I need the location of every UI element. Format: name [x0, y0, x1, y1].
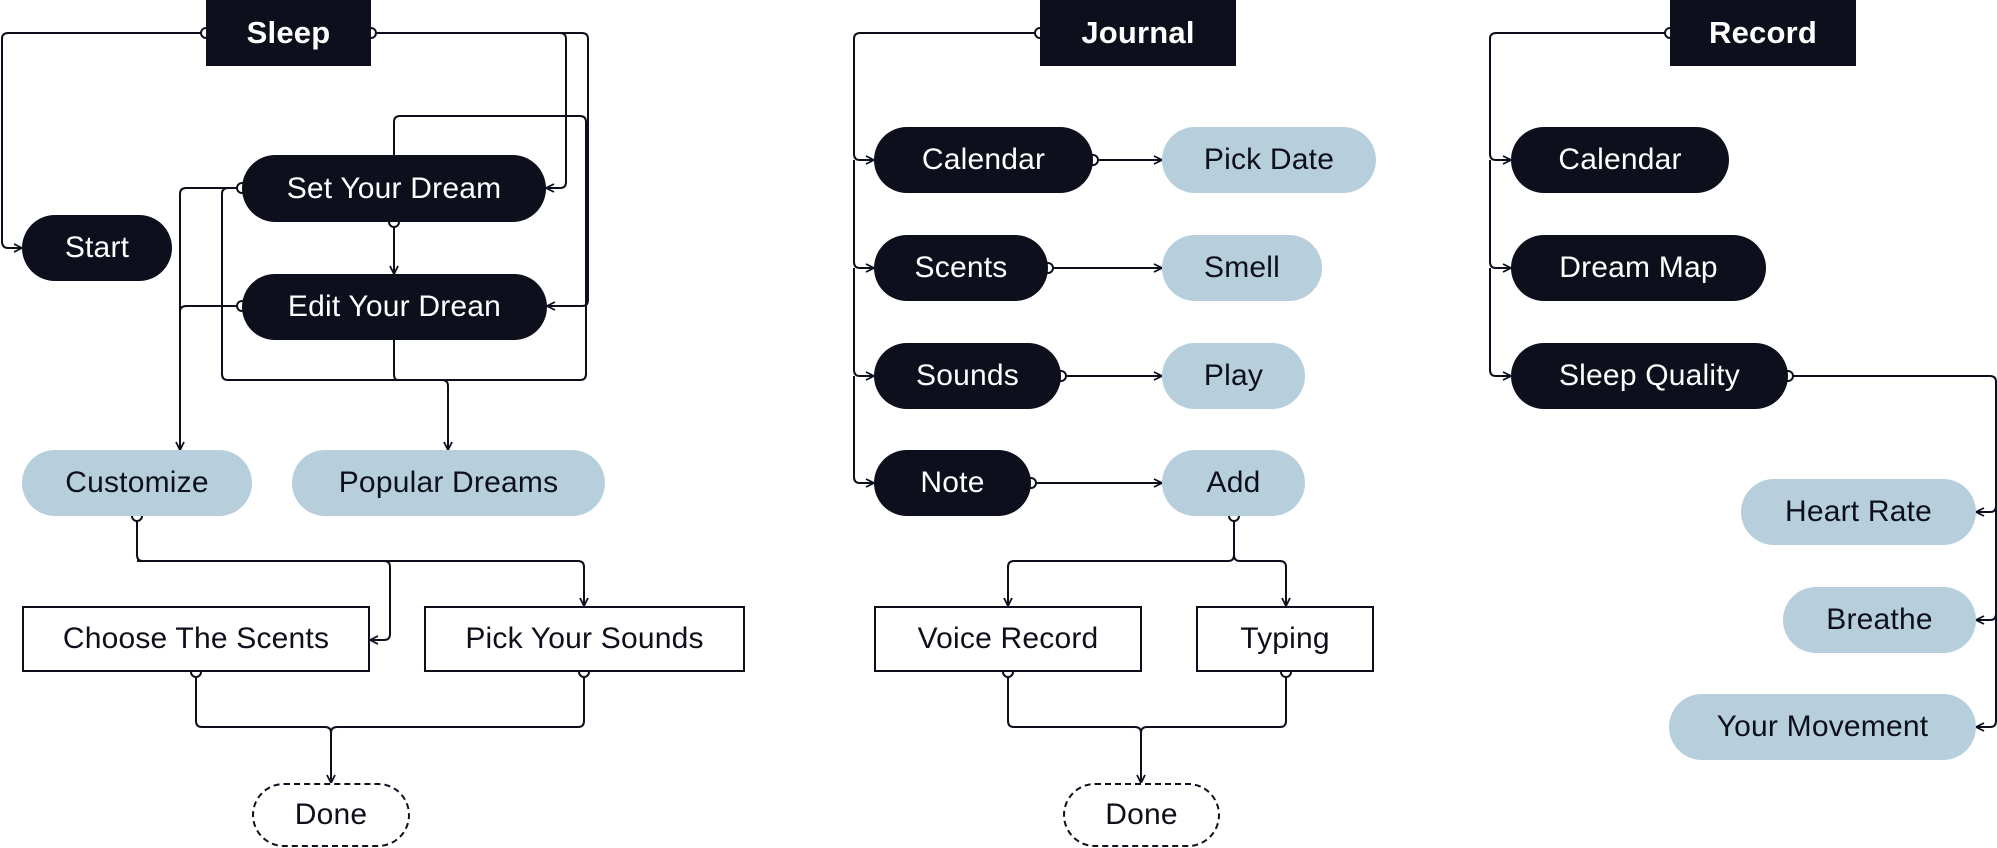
journal-scents-node[interactable]: Scents [874, 235, 1048, 301]
voice-record-node[interactable]: Voice Record [874, 606, 1142, 672]
record-to-sleep-quality-line [1489, 268, 1511, 376]
sleep-quality-to-movement-line [1976, 614, 1997, 727]
journal-note-node[interactable]: Note [874, 450, 1031, 516]
smell-node[interactable]: Smell [1162, 235, 1322, 301]
dream-map-node[interactable]: Dream Map [1511, 235, 1766, 301]
scents-to-done-line [195, 672, 331, 783]
journal-to-calendar-line [853, 32, 1040, 160]
typing-node[interactable]: Typing [1196, 606, 1374, 672]
edit-dream-to-customize-line [179, 305, 242, 313]
customize-to-scents-line [136, 516, 391, 640]
add-to-typing-line [1233, 554, 1286, 606]
sleep-done-node: Done [252, 783, 410, 847]
record-to-calendar-line [1489, 32, 1670, 160]
add-node[interactable]: Add [1162, 450, 1305, 516]
edit-your-dream-node[interactable]: Edit Your Drean [242, 274, 547, 340]
record-to-dream-map-line [1489, 160, 1511, 268]
journal-to-scents-line [853, 160, 874, 268]
voice-record-to-done-line [1007, 672, 1141, 783]
set-dream-to-popular-line [221, 187, 448, 450]
sleep-to-edit-dream-line [371, 32, 589, 306]
pick-your-sounds-node[interactable]: Pick Your Sounds [424, 606, 745, 672]
journal-calendar-node[interactable]: Calendar [874, 127, 1093, 193]
heart-rate-node[interactable]: Heart Rate [1741, 479, 1976, 545]
sleep-to-start-line [1, 32, 206, 248]
journal-to-sounds-line [853, 268, 874, 376]
customize-to-sounds-line [137, 560, 584, 606]
pick-date-node[interactable]: Pick Date [1162, 127, 1376, 193]
sleep-header: Sleep [206, 0, 371, 66]
journal-done-node: Done [1063, 783, 1220, 847]
add-to-voice-record-line [1008, 516, 1235, 606]
set-your-dream-node[interactable]: Set Your Dream [242, 155, 546, 222]
start-node[interactable]: Start [22, 215, 172, 281]
sleep-quality-to-heart-rate-line [1788, 375, 1997, 512]
customize-node[interactable]: Customize [22, 450, 252, 516]
sleep-quality-node[interactable]: Sleep Quality [1511, 343, 1788, 409]
play-node[interactable]: Play [1162, 343, 1305, 409]
your-movement-node[interactable]: Your Movement [1669, 694, 1976, 760]
journal-header: Journal [1040, 0, 1236, 66]
sounds-to-done-line [330, 672, 585, 734]
sleep-quality-to-breathe-line [1976, 506, 1997, 620]
record-header: Record [1670, 0, 1856, 66]
journal-sounds-node[interactable]: Sounds [874, 343, 1061, 409]
breathe-node[interactable]: Breathe [1783, 587, 1976, 653]
typing-to-done-line [1140, 672, 1287, 734]
set-dream-to-customize-line [180, 187, 242, 450]
record-calendar-node[interactable]: Calendar [1511, 127, 1729, 193]
popular-dreams-node[interactable]: Popular Dreams [292, 450, 605, 516]
choose-the-scents-node[interactable]: Choose The Scents [22, 606, 370, 672]
journal-to-note-line [853, 376, 874, 483]
